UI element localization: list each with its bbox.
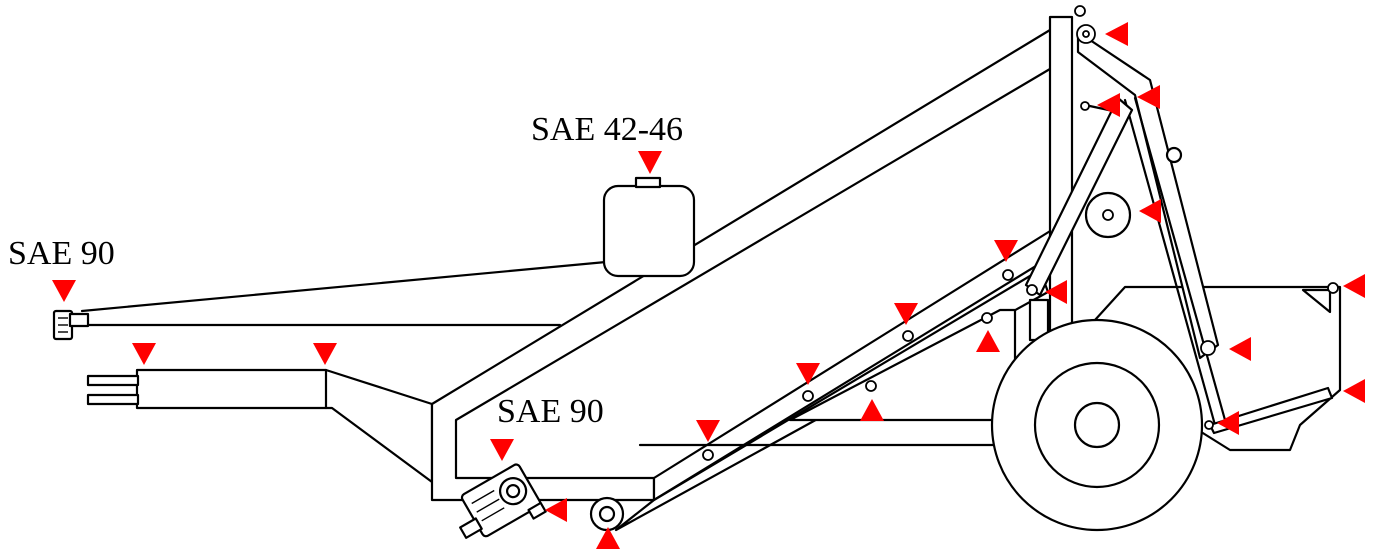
frame-bearing xyxy=(981,312,993,324)
lubrication-marker xyxy=(1105,22,1128,46)
belt-pulley-hub xyxy=(1102,209,1114,221)
lubrication-marker xyxy=(1217,411,1239,435)
lubrication-marker xyxy=(638,151,662,174)
lubrication-marker xyxy=(1343,379,1365,403)
arm-lower-pivot xyxy=(1200,340,1216,356)
conveyor-bearing xyxy=(702,449,714,461)
oil-tank xyxy=(602,184,696,278)
lubrication-marker xyxy=(1137,85,1160,109)
rear-bracket xyxy=(1301,288,1332,314)
hitch-pin-upper xyxy=(86,374,140,387)
top-pivot-inner xyxy=(1082,30,1090,38)
bottom-gearbox-lubricant-label: SAE 90 xyxy=(497,393,604,430)
hopper-pivot xyxy=(1327,282,1339,294)
lubrication-marker xyxy=(860,399,884,421)
oil-tank-lubricant-label: SAE 42-46 xyxy=(531,111,684,148)
conveyor-bearing xyxy=(902,330,914,342)
lubrication-marker xyxy=(796,363,820,385)
hitch-pin-lower xyxy=(86,393,140,406)
conveyor-bearing xyxy=(1002,269,1014,281)
gearbox-bottom xyxy=(459,463,547,539)
lubrication-marker xyxy=(1139,199,1161,223)
lubrication-marker xyxy=(1045,280,1067,304)
oil-tank-cap xyxy=(634,176,662,189)
rear-cylinder xyxy=(1208,386,1334,435)
lubrication-marker xyxy=(696,420,720,442)
lubrication-marker xyxy=(490,439,514,461)
rear-arm xyxy=(1076,30,1220,360)
hydraulic-cylinder xyxy=(1024,96,1134,297)
cylinder-pivot xyxy=(1026,284,1038,296)
lubrication-marker xyxy=(132,343,156,365)
bottom-roller-hub xyxy=(598,505,616,523)
tie-rod-2 xyxy=(1133,96,1227,422)
lubrication-markers xyxy=(52,22,1365,549)
conveyor-bearing xyxy=(802,390,814,402)
tie-rod xyxy=(1123,98,1217,427)
top-eye xyxy=(1074,5,1086,17)
lubrication-marker xyxy=(994,240,1018,262)
lubrication-marker xyxy=(313,343,337,365)
lubrication-marker xyxy=(1097,93,1120,117)
lubrication-marker xyxy=(596,527,620,549)
arm-pivot-hole xyxy=(1165,146,1183,164)
drawbar xyxy=(135,368,434,484)
wheel-hub xyxy=(1073,401,1121,449)
frame-bearing xyxy=(865,380,877,392)
gearbox-left xyxy=(52,309,90,341)
lubrication-marker xyxy=(976,330,1000,352)
left-gearbox-lubricant-label: SAE 90 xyxy=(8,235,115,272)
lubrication-marker xyxy=(894,303,918,325)
hydraulic-line xyxy=(80,260,608,313)
lubrication-marker xyxy=(1229,337,1251,361)
lubrication-marker xyxy=(1343,274,1365,298)
lubrication-marker xyxy=(545,498,567,522)
cylinder-top-pivot xyxy=(1080,101,1090,111)
rear-cylinder-pivot xyxy=(1204,420,1214,430)
lubrication-marker xyxy=(52,280,76,302)
